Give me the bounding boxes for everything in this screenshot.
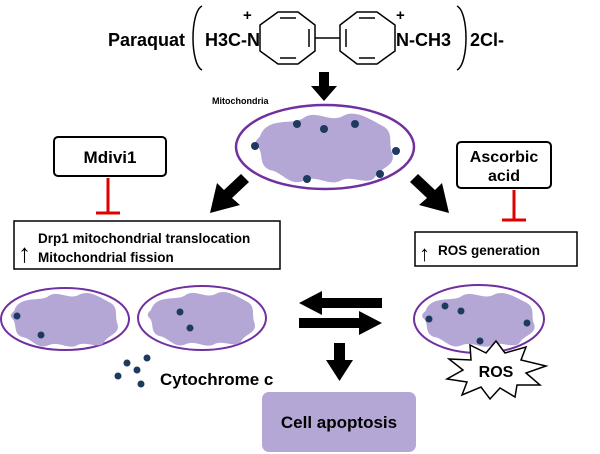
left-pyridine-ring — [259, 11, 316, 65]
cytochrome-c-dot — [114, 372, 122, 380]
mitochondria-label: Mitochondria — [212, 96, 269, 106]
arrow-to-ros — [410, 174, 449, 213]
left-charge: + — [243, 7, 252, 24]
mitochondrial-granule — [176, 308, 184, 316]
mitochondrial-granule — [251, 142, 259, 150]
arrow-down-to-mitochondrion — [311, 72, 337, 101]
equilibrium-arrow-right — [299, 311, 382, 335]
mitochondrial-fission-text: Mitochondrial fission — [38, 250, 174, 265]
mdivi1-box — [53, 136, 167, 177]
mitochondrial-granule — [37, 331, 45, 339]
right-methyl-group: N-CH3 — [396, 30, 451, 50]
ros-effect-box — [414, 231, 578, 267]
mitochondrial-granule — [376, 170, 384, 178]
mitochondrial-granule — [457, 307, 465, 315]
mitochondrial-granule — [425, 315, 433, 323]
stressed-mitochondrion — [413, 284, 545, 354]
cytochrome-c-dot — [123, 359, 131, 367]
left-methyl-group: H3C-N — [205, 30, 260, 50]
mitochondrial-granule — [441, 302, 449, 310]
mitochondrial-granule — [293, 120, 301, 128]
right-charge: + — [396, 7, 405, 24]
compound-name: Paraquat — [108, 30, 185, 50]
drp1-translocation-text: Drp1 mitochondrial translocation — [38, 231, 250, 246]
cytochrome-c-dot — [137, 380, 145, 388]
mitochondrial-granule — [186, 324, 194, 332]
cytochrome-c-dot — [143, 354, 151, 362]
fragmented-mitochondrion-2 — [137, 285, 267, 351]
bracket-right — [456, 5, 467, 71]
fission-effect-box — [13, 220, 281, 270]
counter-ion: 2Cl- — [470, 30, 504, 50]
ros-up-arrow: ↑ — [419, 241, 430, 266]
mitochondrial-granule — [523, 319, 531, 327]
fission-up-arrow: ↑ — [18, 238, 31, 268]
arrow-to-fission — [210, 174, 249, 213]
mitochondrial-granule — [320, 125, 328, 133]
ros-generation-text: ROS generation — [438, 243, 540, 258]
mitochondrial-granule — [351, 120, 359, 128]
equilibrium-arrow-left — [299, 291, 382, 315]
ascorbic-acid-label-line2: acid — [488, 168, 520, 185]
central-mitochondrion — [234, 103, 416, 191]
mitochondrial-granule — [13, 312, 21, 320]
fragmented-mitochondrion-1 — [0, 287, 130, 351]
cytochrome-c-dot — [133, 366, 141, 374]
cell-apoptosis-label: Cell apoptosis — [281, 413, 397, 432]
right-pyridine-ring — [339, 11, 396, 65]
ros-burst-icon — [444, 339, 549, 401]
ascorbic-acid-box — [456, 141, 552, 189]
ros-label: ROS — [479, 364, 514, 381]
arrow-down-to-apoptosis — [326, 343, 353, 381]
mitochondrial-granule — [476, 337, 484, 345]
cytochrome-c-label: Cytochrome c — [160, 370, 273, 389]
bracket-left — [192, 5, 203, 71]
cell-apoptosis-box — [262, 392, 416, 452]
mitochondrial-granule — [303, 175, 311, 183]
ascorbic-acid-label-line1: Ascorbic — [470, 149, 539, 166]
mdivi1-label: Mdivi1 — [84, 148, 137, 167]
mitochondrial-granule — [392, 147, 400, 155]
